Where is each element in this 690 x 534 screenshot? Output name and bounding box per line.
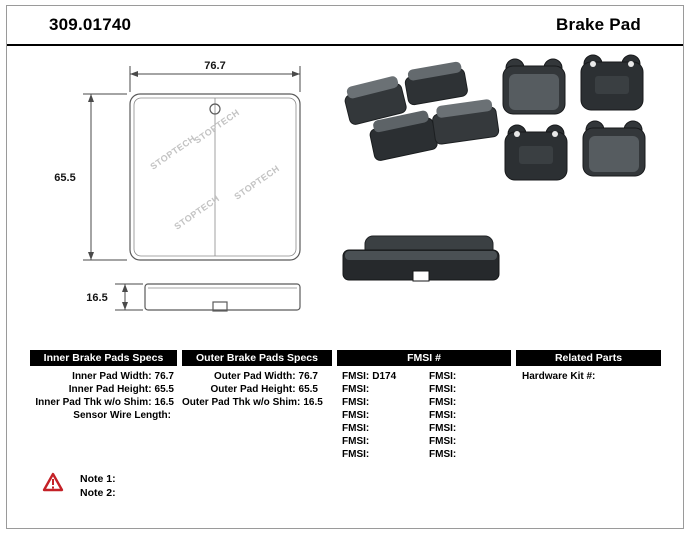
svg-text:STOPTECH: STOPTECH: [172, 193, 221, 232]
thickness-dimension-label: 16.5: [86, 292, 107, 304]
height-dimension-label: 65.5: [54, 172, 75, 184]
fmsi-row: FMSI: FMSI:: [342, 384, 457, 395]
spec-row: Outer Pad Thk w/o Shim:16.5: [182, 397, 323, 408]
technical-drawing: 76.7 65.5 STOPTECH STOPTECH STOPTECH STO…: [54, 60, 301, 312]
spec-row: Inner Pad Thk w/o Shim:16.5: [35, 397, 174, 408]
warning-triangle-icon: [42, 472, 64, 492]
related-parts-column: Related Parts Hardware Kit #:: [516, 350, 661, 383]
fmsi-header: FMSI #: [337, 350, 511, 366]
note-1-label: Note 1:: [80, 473, 116, 485]
photo-pad-set-flat: [502, 54, 646, 181]
svg-text:STOPTECH: STOPTECH: [148, 133, 197, 172]
inner-specs-column: Inner Brake Pads Specs Inner Pad Width:7…: [30, 350, 177, 422]
related-parts-header: Related Parts: [516, 350, 661, 366]
page-border: [6, 5, 684, 529]
spec-row: Inner Pad Height:65.5: [68, 384, 174, 395]
pad-side-outline: [144, 283, 301, 311]
spec-row: Outer Pad Height:65.5: [210, 384, 318, 395]
spec-row: Sensor Wire Length:: [73, 410, 171, 421]
svg-text:STOPTECH: STOPTECH: [192, 107, 241, 146]
fmsi-row: FMSI:D174 FMSI:: [342, 371, 457, 382]
pad-front-outline: [129, 93, 301, 261]
width-dimension-label: 76.7: [204, 60, 225, 72]
fmsi-row: FMSI: FMSI:: [342, 397, 457, 408]
spec-row: Inner Pad Width:76.7: [72, 371, 174, 382]
part-number: 309.01740: [49, 15, 132, 34]
fmsi-row: FMSI: FMSI:: [342, 449, 457, 460]
fmsi-row: FMSI: FMSI:: [342, 423, 457, 434]
fmsi-column: FMSI # FMSI:D174 FMSI: FMSI: FMSI: FMSI:…: [337, 350, 511, 461]
photo-pad-stack: [342, 235, 500, 282]
spec-row: Outer Pad Width:76.7: [213, 371, 318, 382]
note-2-label: Note 2:: [80, 487, 116, 499]
product-photos: [342, 54, 646, 282]
header: 309.01740 Brake Pad: [7, 6, 683, 46]
outer-specs-column: Outer Brake Pads Specs Outer Pad Width:7…: [182, 350, 332, 409]
fmsi-row: FMSI: FMSI:: [342, 436, 457, 447]
notes-section: Note 1: Note 2:: [42, 472, 116, 500]
fmsi-row: FMSI: FMSI:: [342, 410, 457, 421]
spec-row: Hardware Kit #:: [522, 371, 596, 382]
outer-specs-header: Outer Brake Pads Specs: [182, 350, 332, 366]
photo-pad-set-angled: [344, 61, 500, 161]
page-title: Brake Pad: [556, 15, 641, 34]
inner-specs-header: Inner Brake Pads Specs: [30, 350, 177, 366]
svg-text:STOPTECH: STOPTECH: [232, 163, 281, 202]
